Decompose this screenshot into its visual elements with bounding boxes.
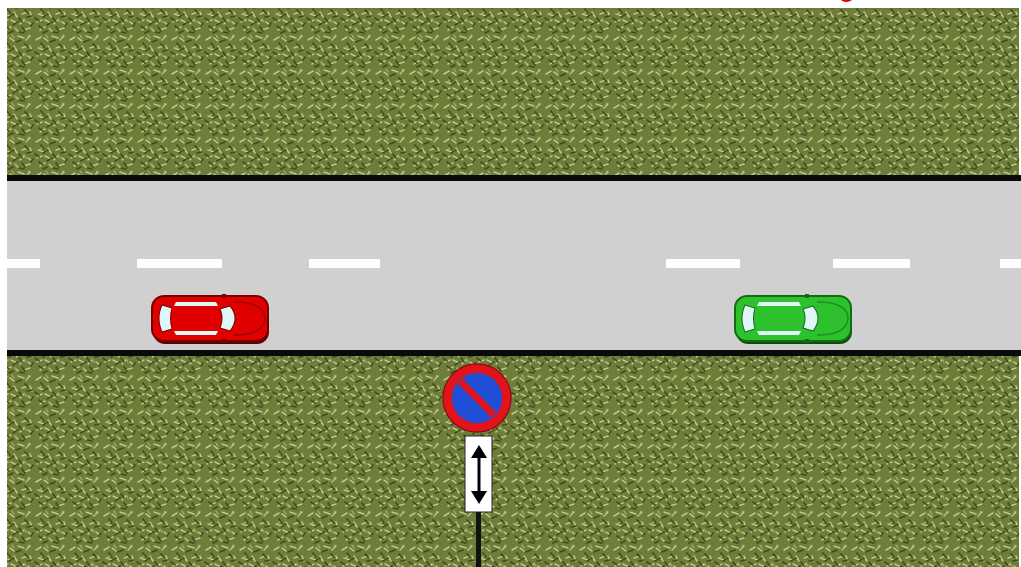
red-car: [152, 294, 269, 344]
grass-bottom: [7, 355, 1019, 567]
car-roof: [174, 308, 219, 329]
sign-post: [476, 505, 481, 567]
grass-top: [7, 8, 1019, 178]
lane-dash: [309, 259, 380, 268]
car-windshield-rear: [742, 305, 755, 332]
lane-dash: [1000, 259, 1021, 268]
car-mirror: [805, 339, 809, 343]
lane-dash: [666, 259, 740, 268]
car-mirror: [805, 294, 809, 298]
road-edge-top: [7, 175, 1021, 181]
car-windshield-front: [803, 306, 818, 331]
car-window-side-top: [757, 302, 801, 306]
road-edge-bottom: [7, 350, 1021, 356]
no-parking-icon: [443, 364, 511, 432]
lane-dash: [137, 259, 222, 268]
car-windshield-front: [220, 306, 235, 331]
car-window-side-bottom: [757, 331, 801, 335]
car-mirror: [222, 339, 226, 343]
lane-dash: [7, 259, 40, 268]
car-roof: [757, 308, 802, 329]
car-mirror: [222, 294, 226, 298]
car-windshield-rear: [159, 305, 172, 332]
car-window-side-top: [174, 302, 218, 306]
lane-dash: [833, 259, 910, 268]
green-car: [735, 294, 852, 344]
car-window-side-bottom: [174, 331, 218, 335]
